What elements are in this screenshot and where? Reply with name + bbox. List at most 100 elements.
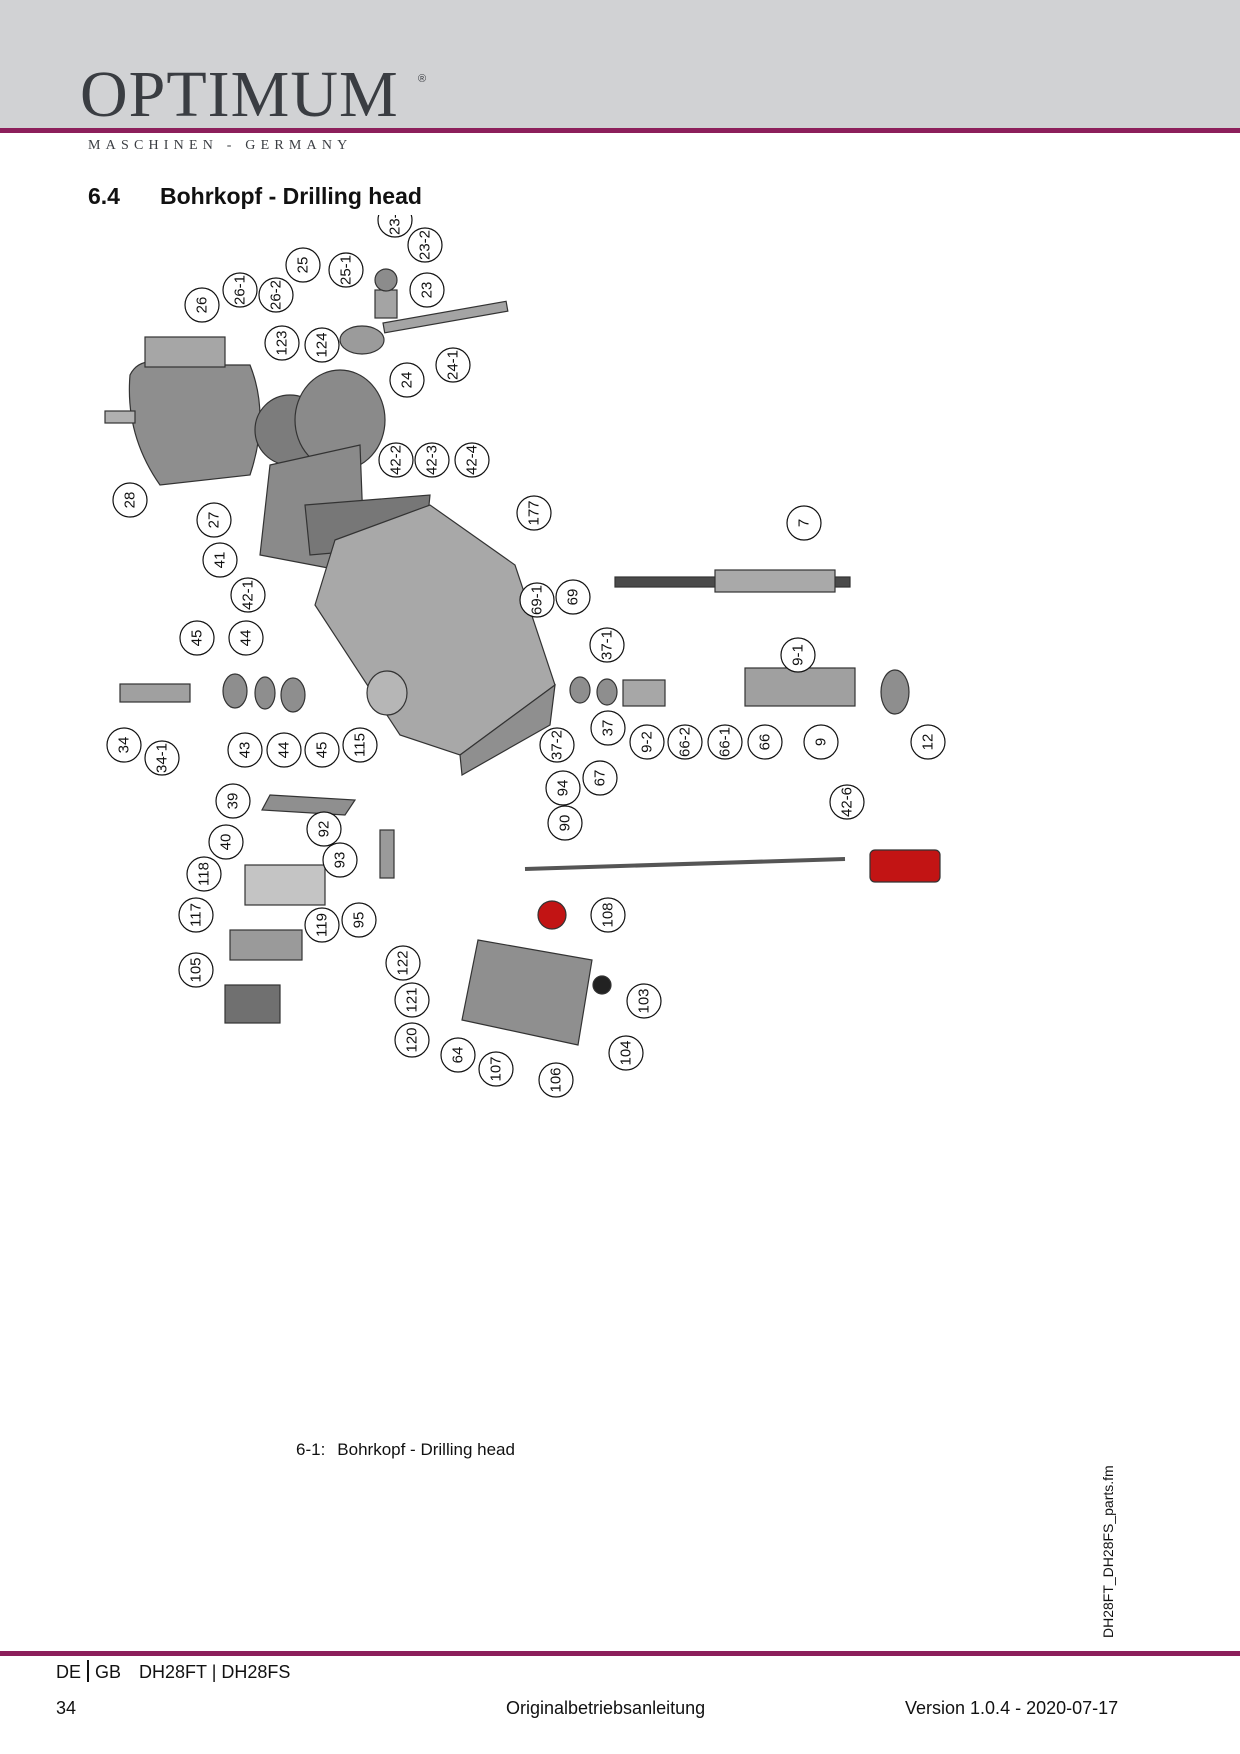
- quill-bearing: [880, 669, 910, 715]
- callout-number: 105: [188, 957, 205, 982]
- callout-circle: [222, 272, 258, 308]
- footer-rule: [0, 1651, 1240, 1656]
- callout-circle: [747, 724, 783, 760]
- callout-circle: [608, 1035, 644, 1071]
- callout-105: 105: [178, 952, 214, 988]
- callout-25-1: 25-1: [328, 252, 364, 288]
- callout-number: 124: [314, 332, 331, 357]
- callout-circle: [322, 842, 358, 878]
- figure-caption: 6-1:Bohrkopf - Drilling head: [296, 1440, 515, 1460]
- callout-67: 67: [582, 760, 618, 796]
- callout-circle: [582, 760, 618, 796]
- callout-circle: [478, 1051, 514, 1087]
- quill: [744, 667, 856, 707]
- callout-circle: [230, 577, 266, 613]
- callout-number: 108: [600, 902, 617, 927]
- callout-119: 119: [304, 907, 340, 943]
- callout-circle: [304, 327, 340, 363]
- callout-number: 41: [212, 552, 229, 569]
- callout-42-1: 42-1: [230, 577, 266, 613]
- callout-circle: [589, 627, 625, 663]
- switch-box: [244, 864, 326, 906]
- callout-circle: [519, 582, 555, 618]
- callout-number: 9: [813, 738, 830, 746]
- handle-hub: [339, 325, 385, 355]
- callout-123: 123: [264, 325, 300, 361]
- source-file-label: DH28FT_DH28FS_parts.fm: [1100, 1465, 1116, 1638]
- callout-circle: [304, 907, 340, 943]
- callout-26-1: 26-1: [222, 272, 258, 308]
- callout-118: 118: [186, 856, 222, 892]
- callout-number: 37-1: [599, 630, 616, 660]
- callout-number: 42-6: [839, 787, 856, 817]
- control-panel: [461, 939, 593, 1046]
- section-number: 6.4: [88, 183, 120, 209]
- part-drawings: [104, 268, 941, 1046]
- control-button: [592, 975, 612, 995]
- callout-number: 94: [555, 780, 572, 797]
- callout-25: 25: [285, 247, 321, 283]
- callout-number: 39: [225, 793, 242, 810]
- callout-7: 7: [786, 505, 822, 541]
- callout-circle: [407, 227, 443, 263]
- callout-number: 115: [352, 733, 369, 757]
- callout-number: 42-1: [240, 580, 257, 610]
- callout-number: 25-1: [338, 255, 355, 285]
- callout-26-2: 26-2: [258, 277, 294, 313]
- callout-64: 64: [440, 1037, 476, 1073]
- callout-circle: [629, 724, 665, 760]
- callout-number: 24-1: [445, 350, 462, 380]
- spindle-bearing-1: [569, 676, 591, 704]
- spindle-bearing-2: [596, 678, 618, 706]
- callout-circle: [780, 637, 816, 673]
- callout-circle: [590, 897, 626, 933]
- callout-number: 45: [314, 742, 331, 759]
- callout-23-2: 23-2: [407, 227, 443, 263]
- motor-terminal-box: [144, 336, 226, 368]
- callout-number: 9-2: [639, 731, 656, 753]
- callout-number: 42-4: [464, 445, 481, 475]
- callout-number: 66-2: [677, 727, 694, 757]
- emergency-stop-button: [537, 900, 567, 930]
- callout-number: 66: [757, 734, 774, 751]
- handle-cap: [374, 268, 398, 292]
- callout-circle: [285, 247, 321, 283]
- drive-shaft: [119, 683, 191, 703]
- callout-26: 26: [184, 287, 220, 323]
- callout-circle: [440, 1037, 476, 1073]
- callout-117: 117: [178, 897, 214, 933]
- callout-number: 24: [399, 372, 416, 389]
- power-cable: [524, 857, 846, 871]
- callout-23-1: 23-1: [377, 215, 413, 238]
- brand-logo: OPTIMUM: [80, 58, 399, 131]
- callout-93: 93: [322, 842, 358, 878]
- lever-pin: [379, 829, 395, 879]
- callout-number: 28: [122, 492, 139, 509]
- callout-66: 66: [747, 724, 783, 760]
- callout-42-4: 42-4: [454, 442, 490, 478]
- handle-knob: [374, 289, 398, 319]
- callout-69: 69: [555, 579, 591, 615]
- callout-27: 27: [196, 502, 232, 538]
- callout-circle: [803, 724, 839, 760]
- callout-number: 69-1: [529, 585, 546, 615]
- callout-number: 23-1: [387, 215, 404, 235]
- callout-number: 44: [238, 630, 255, 647]
- callout-37-1: 37-1: [589, 627, 625, 663]
- callout-circle: [555, 579, 591, 615]
- callout-circle: [178, 897, 214, 933]
- callout-circle: [184, 287, 220, 323]
- bearing-2: [254, 676, 276, 710]
- callout-circle: [667, 724, 703, 760]
- callout-number: 27: [206, 512, 223, 529]
- callout-circle: [910, 724, 946, 760]
- motor-shaft: [104, 410, 136, 424]
- callout-number: 95: [351, 912, 368, 929]
- callout-number: 64: [450, 1047, 467, 1064]
- callout-number: 42-2: [388, 445, 405, 475]
- callout-circle: [328, 252, 364, 288]
- registered-mark: ®: [418, 73, 427, 85]
- lang-de: DE: [56, 1662, 82, 1682]
